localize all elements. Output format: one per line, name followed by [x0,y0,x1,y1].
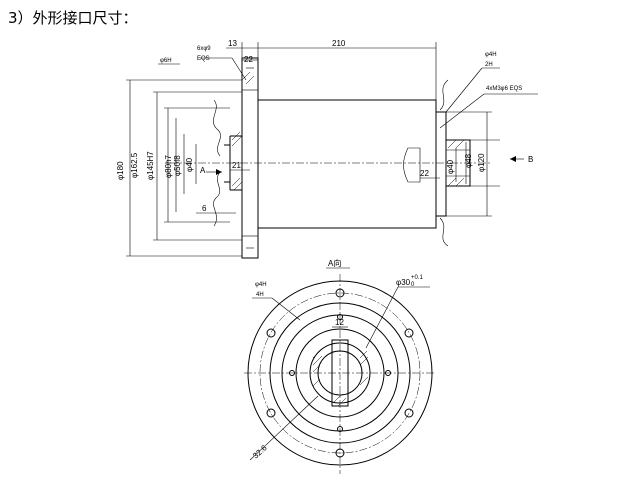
side-view-title: A向 [328,258,341,268]
dim-40-left: φ40 [185,157,194,172]
bolt-hole [335,448,345,458]
right-hatching [447,139,465,187]
right-hub [446,139,471,187]
arrow-b-head [510,156,516,162]
label-right-small-1: φ4H [485,52,497,58]
page-heading: 3）外形接口尺寸： [8,9,138,27]
label-right-small-2: 2H [485,62,493,68]
dim-80: φ80h7 [164,154,173,178]
inner-hole [337,314,343,320]
bolt-circle [259,292,421,454]
arrow-b-label: B [528,155,533,164]
shaft-inner [317,350,363,396]
housing-circle [269,302,411,444]
inner-hole [337,426,343,432]
hole-spec-right: 4xM3φ6 EQS [486,86,522,92]
bolt-hole [266,328,276,338]
inner-hole [289,370,295,376]
dim-22-top: 22 [244,55,253,64]
keyway [331,339,349,407]
side-small-label-2: 4H [256,292,264,298]
right-end-cap [435,111,447,217]
dim-145: φ145H7 [146,151,155,180]
dim-12: 12 [335,318,344,327]
front-view: 13 210 22 6xφ9 EQS φ6H 4xM3φ6 EQS φ4H 2H… [116,39,538,259]
dim-30-tol-lower: 0 [411,282,415,288]
side-hatching [312,350,369,407]
dim-40-right: φ40 [446,159,455,174]
bore-circle-2 [295,328,385,418]
arrow-a-head [216,169,222,175]
inner-holes [289,314,391,432]
label-left-small: φ6H [160,58,172,64]
dim-210: 210 [332,39,346,48]
side-view: A向 [244,258,436,474]
outer-flange-circle [247,280,433,466]
bolt-hole [266,408,276,418]
dim-13: 13 [228,39,237,48]
dim-6: 6 [202,204,207,213]
dim-180: φ180 [116,161,125,180]
bolt-hole [404,408,414,418]
inner-hole [385,370,391,376]
housing-body [257,99,437,229]
dim-30: φ30 [396,278,411,287]
dim-48: φ48 [464,153,473,168]
dim-32-6: 32.6 [251,443,269,460]
shaft-outer [309,342,371,404]
bolt-holes [266,288,414,458]
bolt-hole [335,288,345,298]
hole-spec-left-eqs: EQS [197,56,210,62]
side-small-label-1: φ4H [255,282,267,288]
hole-spec-left: 6xφ9 [197,46,211,52]
bolt-hole [404,328,414,338]
dim-30-tol-upper: +0.1 [411,275,424,281]
dim-162-5: φ162.5 [130,152,139,178]
dim-21: 21 [232,161,241,170]
left-hatching [231,71,255,191]
dim-50: φ50f8 [173,155,182,176]
arrow-a-label: A [200,166,206,175]
dim-120: φ120 [477,153,486,172]
left-flange [241,57,259,259]
dim-22-right: 22 [420,169,429,178]
